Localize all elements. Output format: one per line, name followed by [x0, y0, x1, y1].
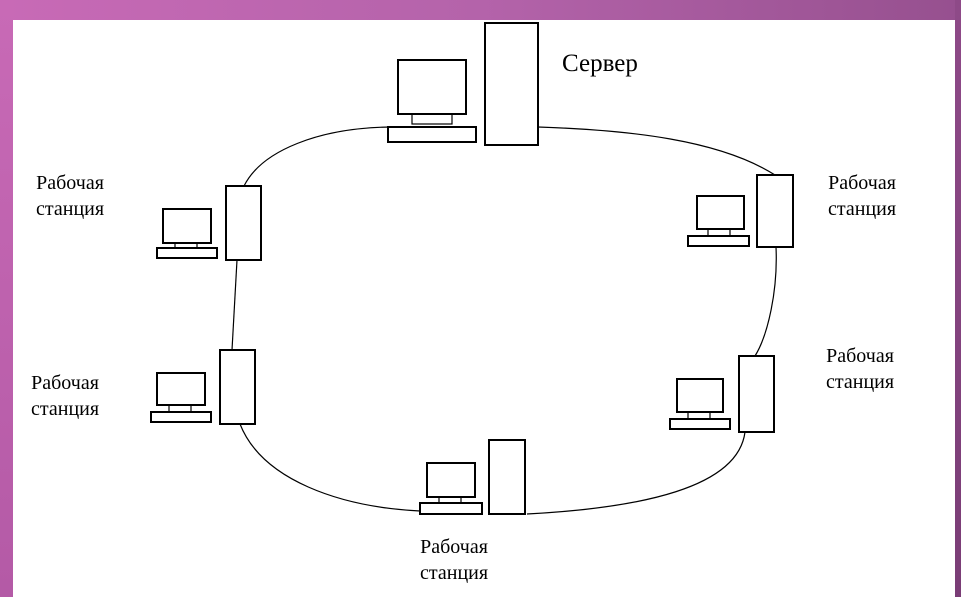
frame-top-border [0, 0, 961, 20]
workstation-icon [687, 174, 794, 248]
workstation-icon [156, 185, 262, 261]
ws-upper-left-monitor [162, 208, 212, 244]
ws-lower-left-keyboard [150, 411, 212, 423]
ws-lower-right-keyboard [669, 418, 731, 430]
cable-ws-lower-left-to-ws-bottom [239, 423, 421, 512]
ws-bottom-label-line1: Рабочая [420, 536, 488, 558]
ws-lower-left-label-line1: Рабочая [31, 372, 99, 394]
cable-ws-upper-right-to-ws-lower-right [754, 246, 777, 357]
ws-upper-left-keyboard [156, 247, 218, 259]
ws-lower-right-tower [738, 355, 775, 433]
server-monitor [397, 59, 467, 115]
server-keyboard [387, 126, 477, 143]
ws-upper-left-label-line2: станция [36, 198, 105, 221]
workstation-icon [669, 355, 775, 433]
cable-ws-upper-left-to-ws-lower-left [231, 259, 238, 351]
ring-cable [231, 126, 777, 515]
ws-lower-left-label: Рабочая станция [31, 370, 99, 423]
ws-bottom-label: Рабочая станция [420, 534, 488, 587]
server-icon [387, 22, 539, 146]
cable-ws-lower-right-to-ws-bottom [526, 431, 746, 515]
ws-lower-right-stand [687, 411, 711, 420]
server-tower [484, 22, 539, 146]
ws-bottom-monitor [426, 462, 476, 498]
ws-upper-right-keyboard [687, 235, 750, 247]
workstation-icon [419, 439, 526, 515]
ws-upper-right-stand [707, 228, 731, 237]
ws-lower-left-monitor [156, 372, 206, 406]
ws-upper-left-tower [225, 185, 262, 261]
ws-bottom-label-line2: станция [420, 562, 489, 585]
server-monitor-stand [411, 113, 453, 125]
server-label: Сервер [562, 50, 638, 77]
cable-server-to-ws-upper-left [243, 126, 391, 187]
ws-upper-right-tower [756, 174, 794, 248]
frame-left-border [0, 0, 13, 597]
ws-upper-right-label-line1: Рабочая [828, 172, 896, 194]
ws-upper-left-label-line1: Рабочая [36, 172, 104, 194]
workstation-icon [150, 349, 256, 425]
ws-bottom-tower [488, 439, 526, 515]
ws-lower-left-label-line2: станция [31, 398, 100, 421]
ws-upper-right-label-line2: станция [828, 198, 897, 221]
ws-lower-left-tower [219, 349, 256, 425]
ws-lower-right-label-line1: Рабочая [826, 345, 894, 367]
ws-upper-right-monitor [696, 195, 745, 230]
frame-right-border [955, 0, 961, 597]
ws-lower-right-label: Рабочая станция [826, 343, 894, 396]
cable-server-to-ws-upper-right [537, 126, 776, 176]
ws-lower-right-label-line2: станция [826, 371, 895, 394]
ws-lower-left-stand [168, 404, 192, 413]
ws-upper-right-label: Рабочая станция [828, 170, 896, 223]
ws-lower-right-monitor [676, 378, 724, 413]
ws-upper-left-label: Рабочая станция [36, 170, 104, 223]
ws-bottom-keyboard [419, 502, 483, 515]
